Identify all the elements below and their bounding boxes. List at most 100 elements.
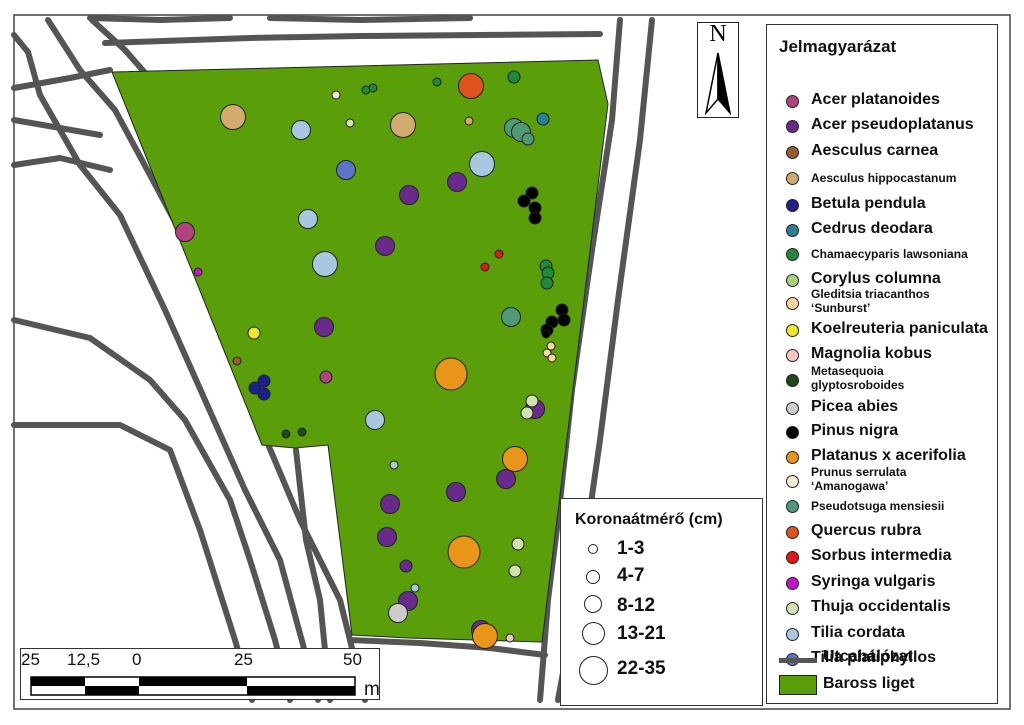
- legend-symbol: [786, 402, 799, 415]
- tree-point[interactable]: [472, 623, 498, 649]
- tree-point[interactable]: [399, 559, 413, 573]
- scale-tick-label: 25: [234, 650, 253, 669]
- legend-label: Aesculus hippocastanum: [811, 171, 957, 185]
- tree-point[interactable]: [511, 537, 525, 551]
- crown-legend-title: Koronaátmérő (cm): [575, 511, 723, 528]
- legend-label: Aesculus carnea: [811, 142, 939, 159]
- tree-point[interactable]: [507, 70, 521, 84]
- crown-size-5-label: 22-35: [617, 658, 666, 679]
- legend-symbol: [786, 172, 799, 185]
- tree-point[interactable]: [298, 209, 318, 229]
- tree-point[interactable]: [368, 83, 378, 93]
- tree-point[interactable]: [525, 186, 539, 200]
- tree-point[interactable]: [193, 267, 203, 277]
- legend-symbol: [786, 224, 799, 237]
- tree-point[interactable]: [175, 222, 195, 242]
- tree-point[interactable]: [389, 460, 399, 470]
- legend-label: Sorbus intermedia: [811, 547, 952, 564]
- tree-point[interactable]: [536, 112, 550, 126]
- tree-point[interactable]: [365, 410, 385, 430]
- tree-point[interactable]: [257, 374, 271, 388]
- legend-label: Betula pendula: [811, 195, 926, 212]
- tree-point[interactable]: [388, 603, 408, 623]
- tree-point[interactable]: [375, 236, 395, 256]
- tree-point[interactable]: [447, 172, 467, 192]
- legend-label: Chamaecyparis lawsoniana: [811, 247, 968, 261]
- legend-label: Koelreuteria paniculata: [811, 320, 988, 337]
- crown-size-4-label: 13-21: [617, 623, 666, 644]
- tree-point[interactable]: [446, 482, 466, 502]
- north-arrow-letter: N: [709, 21, 727, 47]
- tree-point[interactable]: [520, 406, 534, 420]
- legend-symbol: [786, 120, 799, 133]
- tree-point[interactable]: [281, 429, 291, 439]
- crown-size-3-label: 8-12: [617, 595, 656, 616]
- tree-point[interactable]: [331, 90, 341, 100]
- crown-size-1-label: 1-3: [617, 538, 645, 559]
- legend-title: Jelmagyarázat: [779, 37, 897, 56]
- legend-symbol: [786, 426, 799, 439]
- tree-point[interactable]: [502, 446, 528, 472]
- tree-point[interactable]: [540, 276, 554, 290]
- tree-point[interactable]: [248, 381, 262, 395]
- tree-point[interactable]: [345, 118, 355, 128]
- tree-point[interactable]: [469, 151, 495, 177]
- legend-symbol: [786, 349, 799, 362]
- tree-point[interactable]: [480, 262, 490, 272]
- tree-point[interactable]: [312, 251, 338, 277]
- tree-point[interactable]: [557, 313, 571, 327]
- legend-label: Gleditsia triacanthos‘Sunburst’: [811, 287, 930, 315]
- park-area: [111, 59, 609, 643]
- tree-point[interactable]: [220, 104, 246, 130]
- north-arrow-icon: [704, 52, 732, 116]
- legend-label: Picea abies: [811, 398, 899, 415]
- tree-point[interactable]: [291, 120, 311, 140]
- map-border: [13, 14, 1011, 710]
- legend-label: Acer platanoides: [811, 91, 940, 108]
- tree-point[interactable]: [447, 535, 481, 569]
- park-legend-label: Baross liget: [823, 675, 915, 692]
- legend-symbol: [786, 199, 799, 212]
- legend-label: Magnolia kobus: [811, 345, 932, 362]
- tree-point[interactable]: [508, 564, 522, 578]
- tree-point[interactable]: [410, 583, 420, 593]
- tree-point[interactable]: [528, 211, 542, 225]
- tree-point[interactable]: [314, 317, 334, 337]
- tree-point[interactable]: [247, 326, 261, 340]
- tree-point[interactable]: [505, 633, 515, 643]
- tree-point[interactable]: [547, 353, 557, 363]
- tree-point[interactable]: [464, 116, 474, 126]
- tree-point[interactable]: [257, 387, 271, 401]
- tree-point[interactable]: [517, 194, 531, 208]
- scale-unit: m: [364, 679, 380, 700]
- tree-point[interactable]: [525, 394, 539, 408]
- crown-size-2-symbol: [586, 570, 600, 584]
- tree-point[interactable]: [297, 427, 307, 437]
- tree-point[interactable]: [319, 370, 333, 384]
- legend-label: Corylus columna: [811, 270, 941, 287]
- legend-label-line2: ‘Sunburst’: [811, 301, 871, 315]
- legend-label: Tilia platiphyllos: [811, 649, 937, 666]
- tree-point[interactable]: [501, 307, 521, 327]
- street-legend-symbol: [779, 658, 817, 663]
- tree-point[interactable]: [541, 329, 551, 339]
- tree-point[interactable]: [380, 494, 400, 514]
- scale-bar-graphic: [30, 676, 356, 696]
- tree-point[interactable]: [432, 77, 442, 87]
- tree-point[interactable]: [494, 249, 504, 259]
- tree-points: [175, 70, 571, 649]
- tree-point[interactable]: [390, 112, 416, 138]
- tree-point[interactable]: [434, 357, 468, 391]
- tree-point[interactable]: [377, 527, 397, 547]
- tree-point[interactable]: [232, 356, 242, 366]
- legend-symbol: [786, 551, 799, 564]
- tree-point[interactable]: [336, 160, 356, 180]
- tree-point[interactable]: [546, 341, 556, 351]
- tree-point[interactable]: [496, 469, 516, 489]
- tree-point[interactable]: [521, 132, 535, 146]
- tree-point[interactable]: [458, 73, 484, 99]
- legend-symbol: [786, 95, 799, 108]
- tree-point[interactable]: [399, 185, 419, 205]
